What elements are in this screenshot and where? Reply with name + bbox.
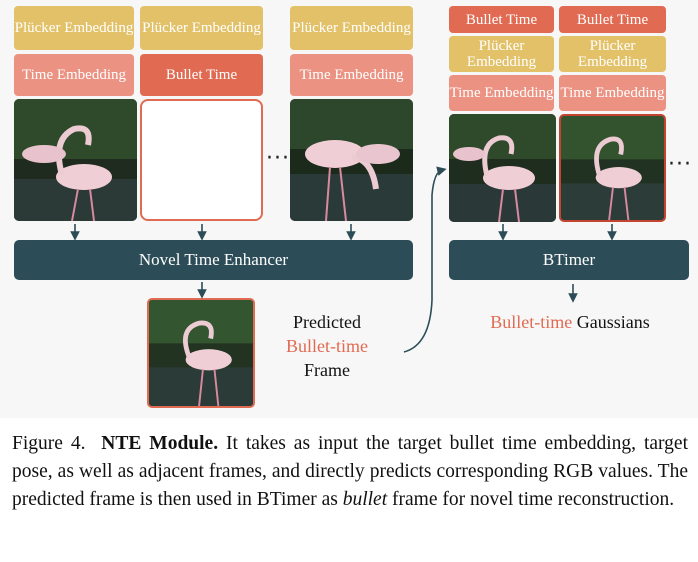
btimer-module: BTimer [449, 240, 689, 280]
module-label: Novel Time Enhancer [138, 250, 289, 269]
plucker-embedding-block: Plücker Embedding [290, 6, 413, 50]
flamingo-image [561, 116, 664, 220]
label-line: Frame [304, 360, 350, 380]
target-frame-placeholder [140, 99, 263, 221]
flamingo-image [14, 99, 137, 221]
block-label: Plücker Embedding [292, 20, 411, 36]
label-text: Gaussians [572, 312, 650, 332]
caption-figure-number: Figure 4. [12, 433, 86, 454]
block-label: Plücker Embedding [14, 20, 134, 36]
plucker-embedding-block: Plücker Embedding [449, 36, 554, 72]
label-line: Predicted [293, 312, 361, 332]
label-accent: Bullet-time [490, 312, 573, 332]
block-label: Plücker Embedding [577, 38, 648, 70]
predicted-frame-image [147, 298, 255, 408]
gaussians-label: Bullet-time Gaussians [470, 310, 670, 334]
caption-italic: bullet [342, 489, 388, 510]
plucker-embedding-block: Plücker Embedding [140, 6, 263, 50]
flamingo-image [149, 300, 253, 406]
caption-text: It takes as input the target bullet time… [12, 433, 689, 510]
ellipsis: ··· [266, 146, 290, 171]
flamingo-image [449, 114, 556, 222]
novel-time-enhancer-module: Novel Time Enhancer [14, 240, 413, 280]
label-line-accent: Bullet-time [286, 336, 368, 356]
input-frame-1 [14, 99, 137, 221]
plucker-embedding-block: Plücker Embedding [14, 6, 134, 50]
bullet-time-block: Bullet Time [559, 6, 666, 33]
plucker-embedding-block: Plücker Embedding [559, 36, 666, 72]
nte-figure: Plücker Embedding Time Embedding Plücker… [14, 6, 692, 408]
block-label: Bullet Time [576, 11, 649, 28]
input-frame-2 [290, 99, 413, 221]
time-embedding-block: Time Embedding [14, 54, 134, 96]
block-label: Time Embedding [560, 85, 665, 101]
block-label: Time Embedding [449, 85, 554, 101]
time-embedding-block: Time Embedding [449, 75, 554, 111]
ellipsis: ··· [668, 152, 692, 177]
block-label: Bullet Time [165, 67, 238, 83]
block-label: Time Embedding [21, 67, 127, 83]
flamingo-image [290, 99, 413, 221]
caption-text: frame for novel time reconstruction. [387, 489, 675, 510]
time-embedding-block: Time Embedding [559, 75, 666, 111]
caption-title: NTE Module. [101, 433, 219, 454]
module-label: BTimer [542, 250, 596, 269]
bullet-time-block: Bullet Time [449, 6, 554, 33]
block-label: Plücker Embedding [466, 38, 537, 70]
time-embedding-block: Time Embedding [290, 54, 413, 96]
block-label: Time Embedding [299, 67, 404, 83]
btimer-input-frame [449, 114, 556, 222]
block-label: Bullet Time [465, 11, 538, 28]
block-label: Plücker Embedding [142, 20, 261, 36]
figure-caption: Figure 4. NTE Module. It takes as input … [12, 430, 688, 514]
btimer-predicted-frame [559, 114, 666, 222]
predicted-frame-label: Predicted Bullet-time Frame [262, 310, 392, 382]
bullet-time-block: Bullet Time [140, 54, 263, 96]
